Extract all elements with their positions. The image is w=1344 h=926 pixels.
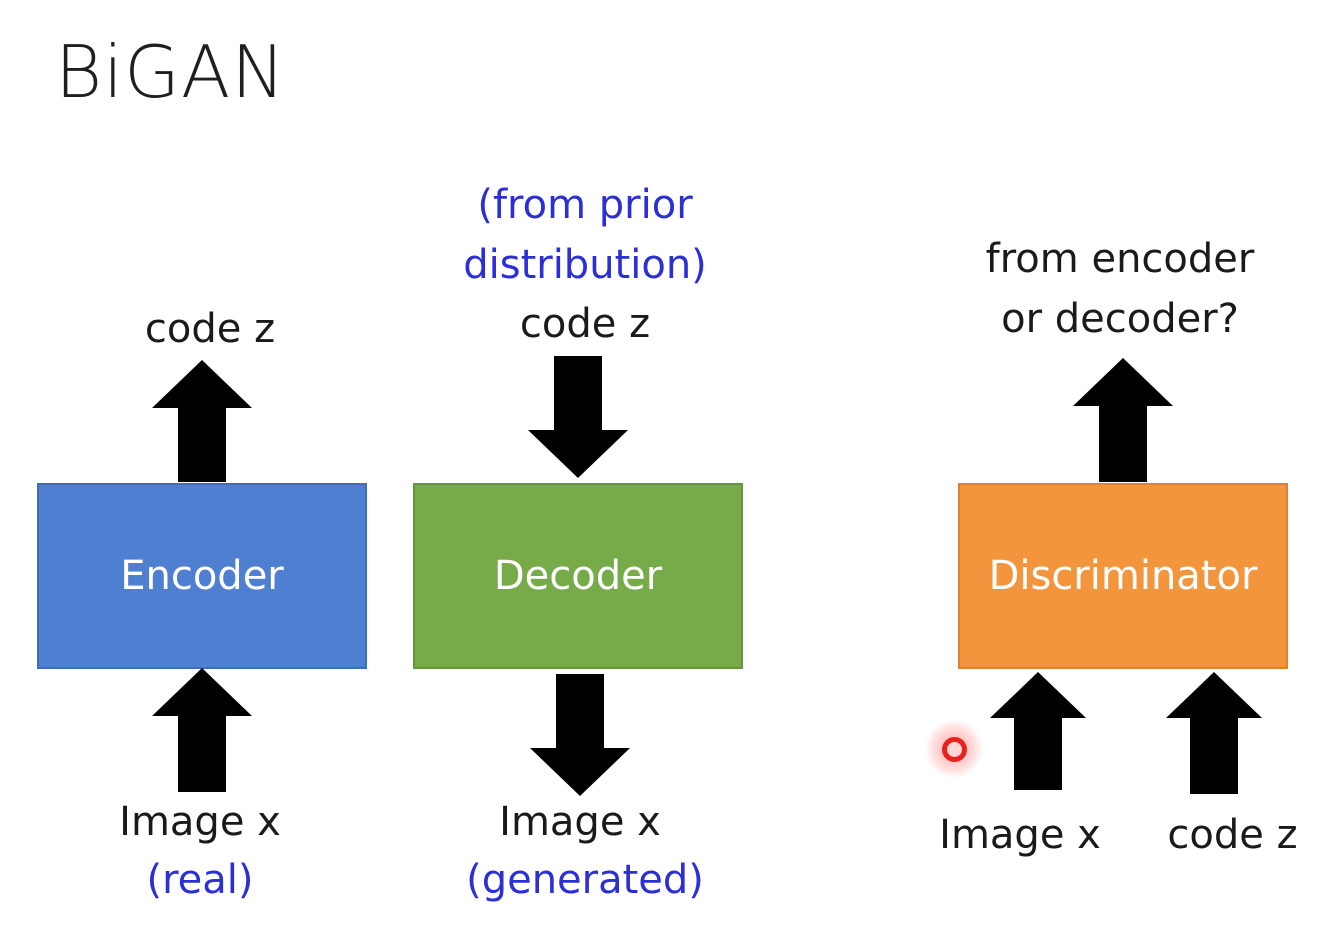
decoder-input-label: code z (519, 301, 651, 347)
discriminator-output-line2: or decoder? (1001, 296, 1239, 342)
encoder-box-label: Encoder (120, 553, 284, 599)
decoder-input-arrow-icon (528, 356, 628, 478)
decoder-output-arrow-icon (530, 674, 630, 796)
encoder-input-label: Image x (119, 799, 281, 845)
discriminator-code-input-arrow-icon (1166, 672, 1262, 794)
slide-title: BiGAN (55, 30, 287, 114)
decoder-input-note-line2: distribution) (463, 242, 707, 288)
decoder-box-label: Decoder (493, 553, 663, 599)
decoder-box: Decoder (413, 483, 743, 669)
discriminator-output-arrow-icon (1073, 358, 1173, 482)
encoder-input-note: (real) (146, 857, 254, 903)
cursor-pointer-icon (925, 720, 983, 778)
encoder-box: Encoder (37, 483, 367, 669)
decoder-output-note: (generated) (466, 857, 704, 903)
discriminator-image-input-label: Image x (939, 812, 1101, 858)
discriminator-box-label: Discriminator (988, 553, 1258, 599)
discriminator-code-input-label: code z (1167, 812, 1298, 858)
encoder-input-arrow-icon (152, 668, 252, 792)
decoder-output-label: Image x (499, 799, 661, 845)
discriminator-output-line1: from encoder (985, 236, 1255, 282)
discriminator-image-input-arrow-icon (990, 672, 1086, 790)
encoder-output-label: code z (144, 306, 276, 352)
discriminator-box: Discriminator (958, 483, 1288, 669)
encoder-output-arrow-icon (152, 360, 252, 482)
decoder-input-note-line1: (from prior (477, 182, 693, 228)
